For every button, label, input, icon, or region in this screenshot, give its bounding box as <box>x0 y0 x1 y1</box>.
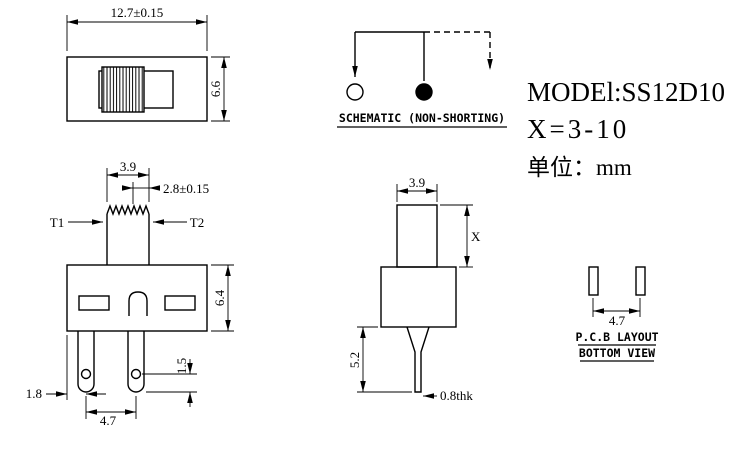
pcb-dimension-lines <box>592 298 641 317</box>
pcb-pad-right <box>635 266 646 296</box>
side-view-dimension-lines <box>357 184 473 399</box>
front-view-dimension-lines <box>46 168 234 419</box>
schematic-caption: SCHEMATIC (NON-SHORTING) <box>339 111 505 125</box>
front-view: T1 T2 3.9 2.8±0.15 6.4 1.8 4.7 1.5 <box>26 159 234 428</box>
side-pin <box>406 326 430 393</box>
side-pin-length-dim: 5.2 <box>347 352 362 368</box>
x-range-text: X=3-10 <box>527 114 629 144</box>
terminal-slot-left <box>78 295 110 311</box>
side-knob <box>396 204 438 268</box>
front-hole-offset-dim: 1.5 <box>174 358 189 374</box>
top-view-height-dim: 6.6 <box>208 80 223 97</box>
front-view-outline <box>66 204 208 393</box>
top-view-width-dim: 12.7±0.15 <box>111 5 164 20</box>
title-block: MODEl:SS12D10 X=3-10 单位：mm <box>527 77 725 180</box>
pcb-pad-left <box>588 266 599 296</box>
top-view: 12.7±0.15 6.6 <box>66 5 230 122</box>
open-contact <box>346 83 364 101</box>
closed-contact <box>415 83 433 101</box>
side-pin-thickness-dim: 0.8thk <box>440 388 473 403</box>
side-view-outline <box>380 204 457 393</box>
pcb-view: 4.7 P.C.B LAYOUT BOTTOM VIEW <box>575 266 659 362</box>
front-body-height-dim: 6.4 <box>212 289 227 306</box>
terminal-t1-label: T1 <box>50 215 64 230</box>
terminal-t2-label: T2 <box>190 215 204 230</box>
terminal-slot-right <box>164 295 196 311</box>
side-body <box>380 266 457 328</box>
pin-left <box>77 331 95 393</box>
schematic-wires <box>346 31 493 101</box>
alternate-position-dashed <box>424 31 493 70</box>
pcb-pads <box>588 266 646 296</box>
knurled-knob-top <box>106 204 150 216</box>
unit-text: 单位：mm <box>527 155 632 180</box>
side-knob-width-dim: 3.9 <box>409 175 425 190</box>
top-view-outline <box>66 56 208 122</box>
side-view: 3.9 X 5.2 0.8thk <box>347 175 481 403</box>
center-contact <box>128 291 148 316</box>
pin-right <box>127 331 145 393</box>
pcb-caption-line2: BOTTOM VIEW <box>579 346 655 360</box>
pcb-pitch-dim: 4.7 <box>609 313 626 328</box>
front-edge-pin-dim: 1.8 <box>26 386 42 401</box>
pcb-caption-line1: P.C.B LAYOUT <box>575 330 658 344</box>
side-knob-height-dim: X <box>471 229 481 244</box>
top-view-dimension-lines <box>66 15 230 122</box>
model-number-text: MODEl:SS12D10 <box>527 77 725 107</box>
front-knob-width-dim: 3.9 <box>120 159 136 174</box>
schematic: SCHEMATIC (NON-SHORTING) <box>337 31 507 128</box>
front-travel-dim: 2.8±0.15 <box>163 181 209 196</box>
front-pin-pitch-dim: 4.7 <box>100 413 117 428</box>
slider-knob-knurled <box>101 66 145 113</box>
